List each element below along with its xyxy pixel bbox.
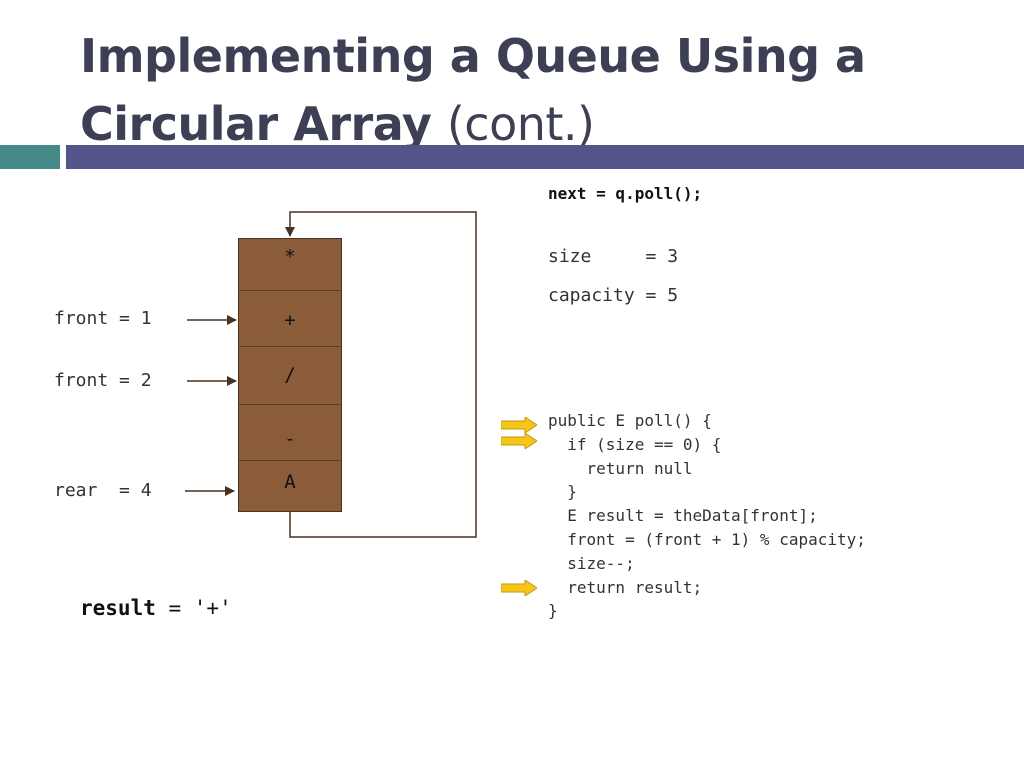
array-cell-3: -: [239, 405, 341, 461]
code-line: size--;: [548, 553, 635, 573]
rear-label: rear = 4: [54, 480, 152, 501]
result-value: = '+': [155, 596, 232, 620]
code-line: }: [548, 601, 558, 621]
array-cell-0: *: [239, 239, 341, 291]
slide-title-suffix: (cont.): [446, 97, 595, 151]
code-line: }: [548, 482, 577, 502]
array-cell-1: +: [239, 291, 341, 347]
code-line: E result = theData[front];: [548, 506, 818, 526]
front-new-label: front = 2: [54, 370, 152, 391]
front-old-label: front = 1: [54, 308, 152, 329]
circular-array: * + / - A: [238, 238, 342, 512]
highlight-arrow-icon: [501, 580, 537, 596]
code-line: if (size == 0) {: [548, 434, 722, 454]
title-accent-bar: [0, 145, 60, 169]
code-line: front = (front + 1) % capacity;: [548, 529, 866, 549]
highlight-arrow-icon: [501, 433, 537, 449]
capacity-variable: capacity = 5: [548, 285, 679, 306]
array-cell-4: A: [284, 471, 296, 493]
highlight-arrow-icon: [501, 417, 537, 433]
poll-statement: next = q.poll();: [548, 184, 703, 203]
title-divider-bar: [66, 145, 1024, 169]
poll-method-code: public E poll() { if (size == 0) { retur…: [548, 409, 866, 623]
code-line: return result;: [548, 577, 703, 597]
slide-title: Implementing a Queue Using a Circular Ar…: [80, 22, 980, 158]
size-variable: size = 3: [548, 246, 679, 267]
result-readout: result = '+': [80, 596, 232, 620]
array-cell-2: /: [239, 347, 341, 405]
result-name: result: [80, 596, 156, 620]
code-line: public E poll() {: [548, 411, 712, 430]
slide-title-main: Implementing a Queue Using a Circular Ar…: [80, 29, 866, 151]
code-line: return null: [548, 458, 693, 478]
